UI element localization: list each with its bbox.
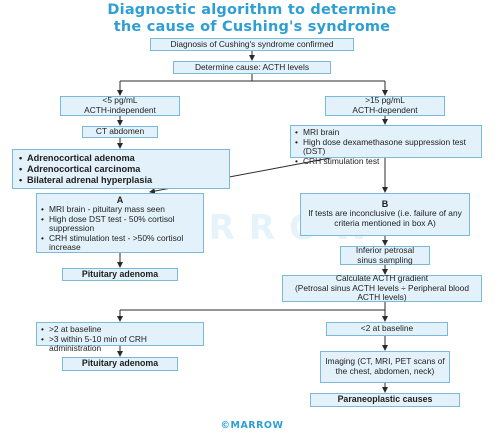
list-item: CRH stimulation test - >50% cortisol inc… <box>41 233 199 253</box>
list-item: CRH stimulation test <box>295 156 477 167</box>
list-item: Adrenocortical adenoma <box>19 153 223 164</box>
node-pituitary-adenoma-2: Pituitary adenoma <box>62 357 178 371</box>
list-item: High dose DST test - 50% cortisol suppre… <box>41 214 199 234</box>
node-gradient-high: >2 at baseline >3 within 5-10 min of CRH… <box>36 322 204 353</box>
node-confirmed: Diagnosis of Cushing's syndrome confirme… <box>150 38 354 51</box>
box-a-label: A <box>116 195 124 205</box>
marrow-logo: ©MARROW <box>220 420 284 431</box>
node-pituitary-adenoma-1: Pituitary adenoma <box>62 268 178 281</box>
node-dependent-workup: MRI brain High dose dexamethasone suppre… <box>290 125 482 166</box>
node-gradient-low: <2 at baseline <box>326 322 448 336</box>
list-item: Adrenocortical carcinoma <box>19 164 223 175</box>
node-acth-independent: <5 pg/mL ACTH-independent <box>60 96 180 116</box>
node-paraneoplastic: Paraneoplastic causes <box>310 393 460 407</box>
list-item: Bilateral adrenal hyperplasia <box>19 175 223 186</box>
node-ct-abdomen: CT abdomen <box>82 126 158 138</box>
title-line-2: the cause of Cushing's syndrome <box>113 19 391 35</box>
node-acth-dependent: >15 pg/mL ACTH-dependent <box>325 96 445 116</box>
node-petrosal-sampling: Inferior petrosal sinus sampling <box>340 245 430 265</box>
node-box-b: B If tests are inconclusive (i.e. failur… <box>300 193 470 236</box>
node-box-a: A MRI brain - pituitary mass seen High d… <box>36 193 204 253</box>
list-item: MRI brain <box>295 127 477 138</box>
title-line-1: Diagnostic algorithm to determine <box>107 2 397 18</box>
box-b-label: B <box>381 199 389 210</box>
list-item: MRI brain - pituitary mass seen <box>41 204 199 215</box>
node-imaging: Imaging (CT, MRI, PET scans of the chest… <box>320 351 450 383</box>
node-acth-gradient: Calculate ACTH gradient (Petrosal sinus … <box>282 274 482 302</box>
list-item: High dose dexamethasone suppression test… <box>295 137 477 157</box>
list-item: >3 within 5-10 min of CRH administration <box>41 334 199 354</box>
node-adrenal-causes: Adrenocortical adenoma Adrenocortical ca… <box>12 149 230 189</box>
list-item: >2 at baseline <box>41 324 199 335</box>
node-determine-cause: Determine cause: ACTH levels <box>173 61 331 74</box>
